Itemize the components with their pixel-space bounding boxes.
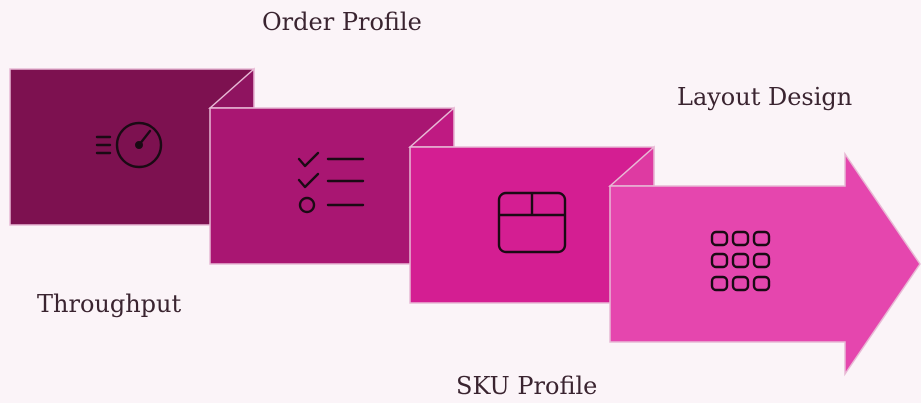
step-label-layout-design: Layout Design [677, 83, 853, 111]
step-label-sku-profile: SKU Profile [456, 372, 598, 400]
step-sku-profile-panel [408, 106, 655, 304]
speedometer-icon [95, 121, 163, 169]
checklist-icon [297, 151, 365, 214]
step-order-profile-panel [208, 67, 455, 265]
step-label-throughput: Throughput [37, 290, 182, 318]
step-layout-design-panel [608, 145, 921, 377]
grid-icon [710, 230, 771, 292]
box-icon [497, 191, 567, 254]
step-label-order-profile: Order Profile [262, 8, 422, 36]
